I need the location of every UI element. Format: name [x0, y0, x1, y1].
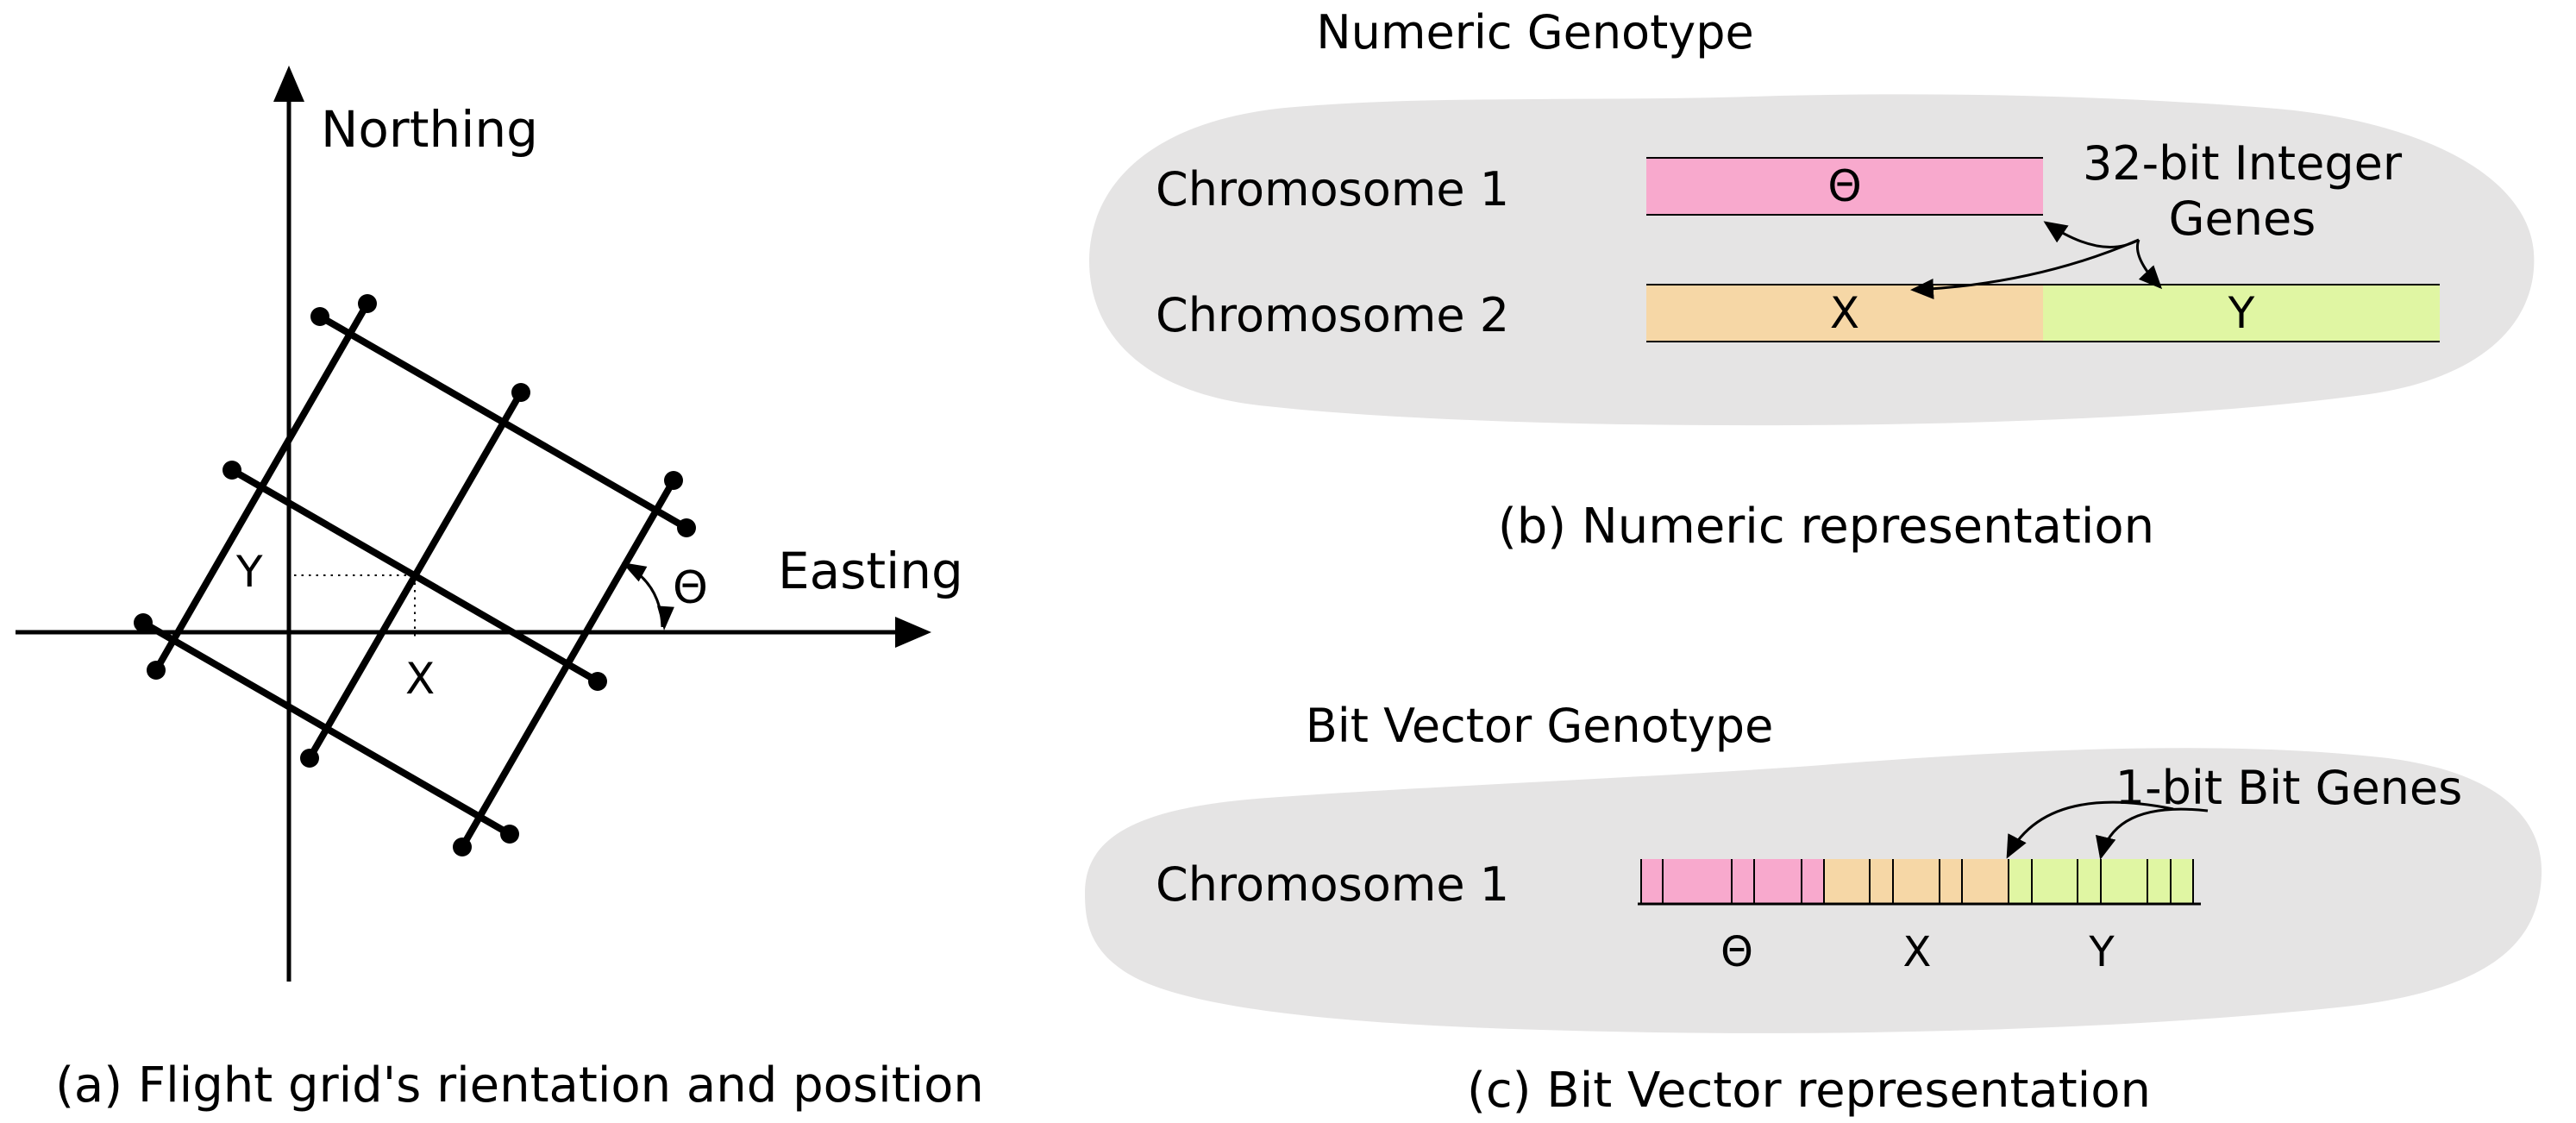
bit-gene-cell [1894, 859, 1940, 903]
grid-line-shallow-2 [229, 467, 600, 685]
grid-dot [588, 672, 607, 691]
integer-genes-annotation-line2: Genes [2168, 191, 2316, 246]
chromosome-1-label: Chromosome 1 [1156, 162, 1510, 216]
bit-gene-cell [1755, 859, 1802, 903]
arrow-to-y-gene [2135, 239, 2163, 290]
bit-chromosome-1-label: Chromosome 1 [1156, 857, 1510, 912]
bit-gene-cell [1640, 859, 1664, 903]
chromosome-2-label: Chromosome 2 [1156, 288, 1510, 342]
bit-gene-cell [1963, 859, 2009, 903]
grid-dot [134, 613, 153, 632]
integer-genes-annotation: 32-bit Integer Genes [2053, 136, 2432, 247]
bit-gene-cell [2009, 859, 2033, 903]
bit-gene-cell [1940, 859, 1963, 903]
grid-endpoint-dots [134, 294, 696, 856]
grid-dot [147, 661, 166, 680]
bit-gene-cell [2033, 859, 2078, 903]
x-offset-label: X [405, 654, 436, 704]
chromosome-2-gene-bar: X Y [1646, 284, 2440, 342]
caption-a: (a) Flight grid's rientation and positio… [55, 1057, 984, 1114]
bit-gene-cell [2078, 859, 2102, 903]
grid-dot [453, 838, 472, 856]
bit-gene-cell [2172, 859, 2194, 903]
flight-grid-lines [141, 302, 688, 849]
bit-section-label-theta: Θ [1720, 928, 1753, 976]
theta-arc-arrowhead-top [622, 562, 648, 582]
northing-axis-arrowhead [273, 66, 304, 102]
numeric-genotype-title: Numeric Genotype [1316, 5, 1754, 60]
bit-vector-genotype-title: Bit Vector Genotype [1305, 699, 1774, 753]
grid-dot [664, 471, 683, 490]
y-offset-label: Y [236, 547, 263, 597]
integer-genes-annotation-line1: 32-bit Integer [2082, 136, 2403, 191]
grid-dot [511, 383, 530, 402]
grid-dot [500, 825, 519, 844]
gene-x-segment: X [1646, 285, 2043, 341]
bit-gene-cell [2148, 859, 2172, 903]
bit-genes-annotation: 1-bit Bit Genes [2115, 761, 2463, 815]
grid-dot [358, 294, 377, 313]
grid-dot [310, 307, 329, 326]
bit-gene-cell [2102, 859, 2148, 903]
bit-gene-cell [1871, 859, 1894, 903]
gene-y-segment: Y [2043, 285, 2440, 341]
theta-arc-arrowhead-bottom [656, 605, 674, 631]
bit-gene-cell [1825, 859, 1871, 903]
theta-angle-label: Θ [673, 562, 708, 614]
bit-vector-bar [1640, 859, 2194, 903]
grid-line-shallow-3 [141, 619, 511, 838]
offset-guides [294, 574, 416, 639]
bit-section-label-x: X [1902, 928, 1932, 976]
theta-angle-arc [623, 562, 664, 628]
caption-c: (c) Bit Vector representation [1467, 1063, 2151, 1119]
arrow-to-x-gene [1910, 238, 2140, 299]
easting-axis-arrowhead [895, 617, 931, 648]
arrow-to-bit-gene-2 [2096, 807, 2209, 860]
easting-axis-label: Easting [778, 542, 963, 600]
gene-y-symbol: Y [2228, 288, 2255, 338]
grid-dot [300, 749, 319, 768]
caption-b: (b) Numeric representation [1497, 499, 2155, 555]
bit-gene-cell [1733, 859, 1755, 903]
grid-dot [223, 461, 241, 480]
chromosome-1-gene-bar-theta: Θ [1646, 157, 2043, 216]
bit-section-label-y: Y [2089, 928, 2115, 976]
northing-axis-label: Northing [321, 100, 538, 159]
gene-theta-symbol: Θ [1827, 161, 1862, 211]
axes [16, 86, 899, 982]
grid-line-shallow-1 [318, 313, 688, 531]
gene-x-symbol: X [1829, 288, 1860, 338]
bit-gene-cell [1664, 859, 1733, 903]
grid-line-steep-1 [153, 302, 371, 672]
bit-gene-cell [1802, 859, 1825, 903]
grid-dot [677, 518, 696, 537]
grid-line-steep-3 [459, 479, 677, 849]
